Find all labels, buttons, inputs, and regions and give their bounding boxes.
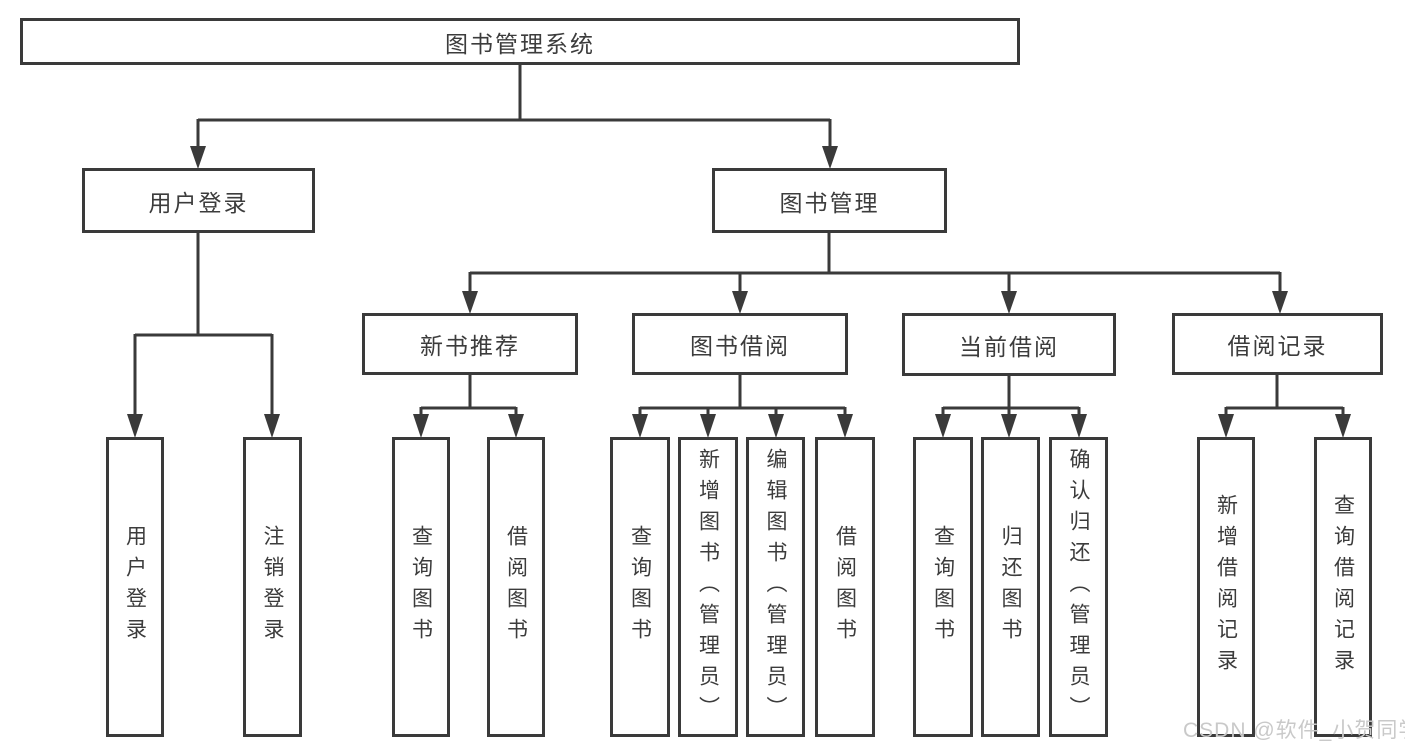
connector-current-borrow-to-leaves <box>935 376 1087 438</box>
node-current-borrowing: 当前借阅 <box>902 313 1116 376</box>
arrowhead <box>1272 291 1288 314</box>
connector-new-book-to-leaves <box>413 375 524 438</box>
arrowhead <box>127 414 143 438</box>
node-book-borrowing: 图书借阅 <box>632 313 848 375</box>
node-nbr-borrow-books: 借阅图书 <box>487 437 545 737</box>
arrowhead <box>1001 291 1017 314</box>
node-cb-query-books: 查询图书 <box>913 437 973 737</box>
node-user-login-leaf: 用户登录 <box>106 437 164 737</box>
arrowhead <box>264 414 280 438</box>
arrowhead <box>837 414 853 438</box>
node-logout: 注销登录 <box>243 437 302 737</box>
node-br-query-record: 查询借阅记录 <box>1314 437 1372 737</box>
arrowhead <box>190 146 206 169</box>
connector-user-login-to-leaves <box>127 233 280 438</box>
connector-book-mgmt-to-level3 <box>462 233 1288 314</box>
node-book-management: 图书管理 <box>712 168 947 233</box>
arrowhead <box>1071 414 1087 438</box>
node-bb-edit-book-admin: 编辑图书（管理员） <box>746 437 805 737</box>
connector-root-to-level2 <box>190 65 838 169</box>
arrowhead <box>508 414 524 438</box>
node-new-book-recommend: 新书推荐 <box>362 313 578 375</box>
arrowhead <box>1335 414 1351 438</box>
arrowhead <box>700 414 716 438</box>
connector-book-borrow-to-leaves <box>632 375 853 438</box>
node-bb-borrow-books: 借阅图书 <box>815 437 875 737</box>
csdn-watermark: CSDN @软件_小贺同学 <box>1183 719 1405 742</box>
arrowhead <box>632 414 648 438</box>
arrowhead <box>1218 414 1234 438</box>
arrowhead <box>822 146 838 169</box>
node-cb-confirm-return-admin: 确认归还（管理员） <box>1049 437 1108 737</box>
arrowhead <box>935 414 951 438</box>
node-user-login-branch: 用户登录 <box>82 168 315 233</box>
arrowhead <box>462 291 478 314</box>
node-nbr-query-books: 查询图书 <box>392 437 450 737</box>
arrowhead <box>768 414 784 438</box>
connector-records-to-leaves <box>1218 375 1351 438</box>
arrowhead <box>1001 414 1017 438</box>
node-br-add-record: 新增借阅记录 <box>1197 437 1255 737</box>
node-bb-query-books: 查询图书 <box>610 437 670 737</box>
node-borrowing-records: 借阅记录 <box>1172 313 1383 375</box>
arrowhead <box>732 291 748 314</box>
arrowhead <box>413 414 429 438</box>
node-bb-add-book-admin: 新增图书（管理员） <box>678 437 738 737</box>
node-cb-return-books: 归还图书 <box>981 437 1040 737</box>
node-library-system: 图书管理系统 <box>20 18 1020 65</box>
